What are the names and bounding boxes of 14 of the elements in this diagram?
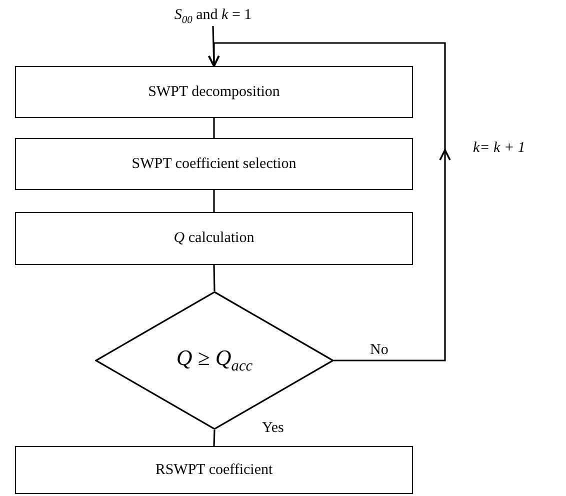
- edge-label: No: [370, 342, 388, 359]
- arrow: [208, 42, 451, 362]
- step-text: SWPT decomposition: [148, 84, 280, 100]
- start-label: S$_{00}$ and k = 1: [174, 6, 252, 26]
- edge-label: Yes: [262, 420, 284, 437]
- counter-label: k= k + 1: [473, 140, 526, 157]
- step-text: RSWPT coefficient: [155, 462, 273, 478]
- process-box: [15, 446, 413, 494]
- process-box: [15, 66, 413, 118]
- process-box: [15, 212, 413, 265]
- process-box: [15, 138, 413, 190]
- step-text: Q calculation: [174, 230, 254, 247]
- condition-text: Q ≥ Q$_{acc}$: [176, 345, 253, 376]
- step-text: SWPT coefficient selection: [132, 156, 296, 172]
